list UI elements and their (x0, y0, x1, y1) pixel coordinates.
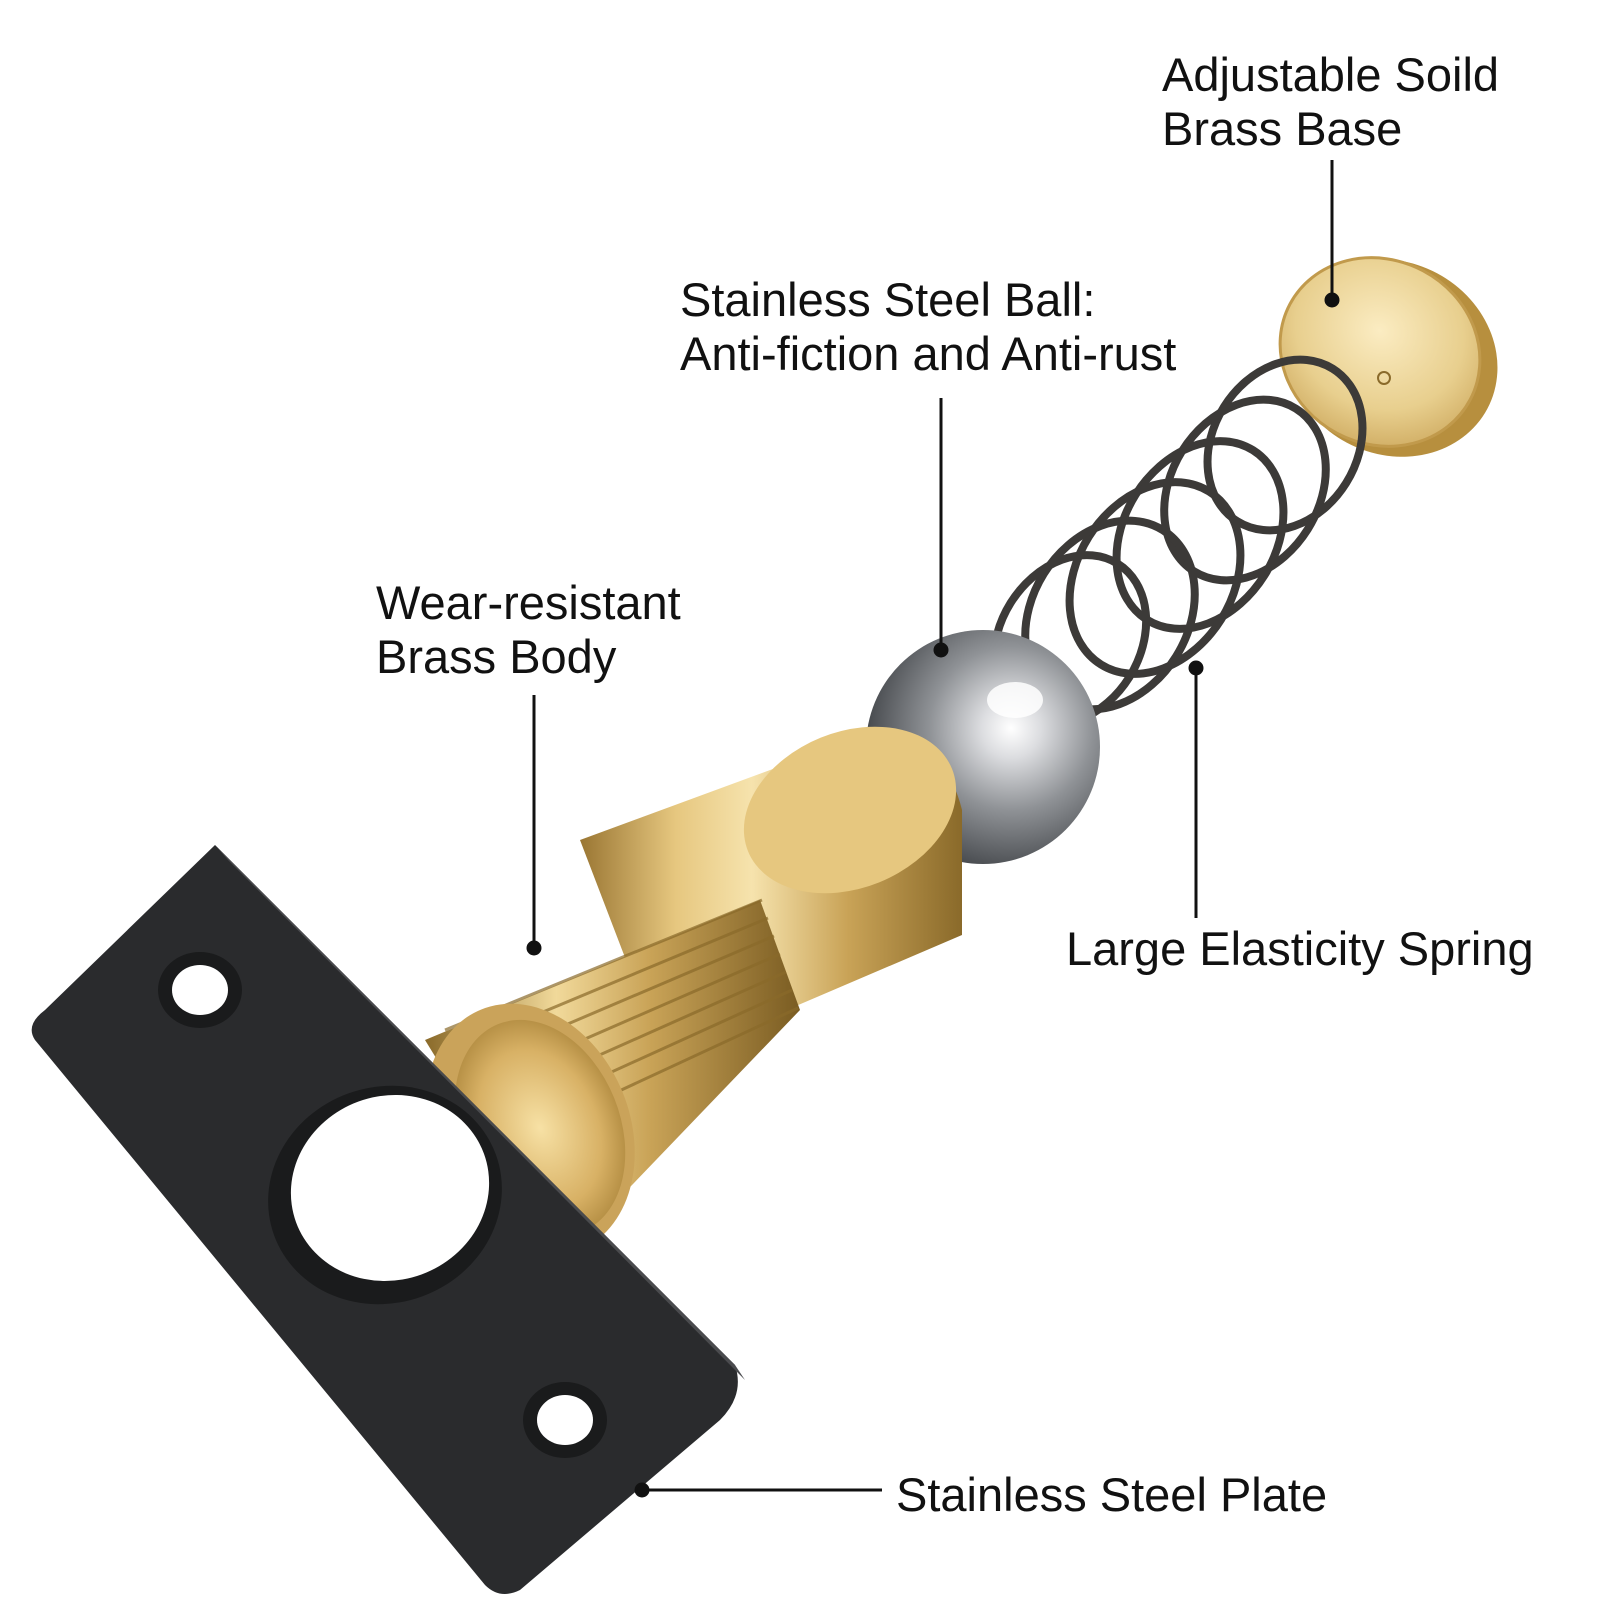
leader-lines (526, 160, 1340, 1498)
leader-plate-dot (634, 1482, 650, 1498)
leader-spring-dot (1188, 660, 1204, 676)
stainless-steel-plate (31, 845, 745, 1594)
label-base-line1: Adjustable Soild (1162, 48, 1500, 101)
label-elasticity-spring: Large Elasticity Spring (1066, 922, 1534, 976)
label-stainless-steel-ball: Stainless Steel Ball: Anti-fiction and A… (680, 273, 1176, 381)
leader-ball-dot (933, 642, 949, 658)
leader-base-dot (1324, 292, 1340, 308)
label-ball-line2: Anti-fiction and Anti-rust (680, 327, 1177, 380)
label-plate-line1: Stainless Steel Plate (896, 1468, 1328, 1521)
label-adjustable-brass-base: Adjustable Soild Brass Base (1162, 48, 1499, 156)
label-body-line1: Wear-resistant (376, 576, 681, 629)
label-spring-line1: Large Elasticity Spring (1066, 922, 1534, 975)
label-stainless-steel-plate: Stainless Steel Plate (896, 1468, 1327, 1522)
leader-body-dot (526, 940, 542, 956)
label-brass-body: Wear-resistant Brass Body (376, 576, 681, 684)
label-base-line2: Brass Base (1162, 102, 1403, 155)
label-body-line2: Brass Body (376, 630, 617, 683)
label-ball-line1: Stainless Steel Ball: (680, 273, 1096, 326)
